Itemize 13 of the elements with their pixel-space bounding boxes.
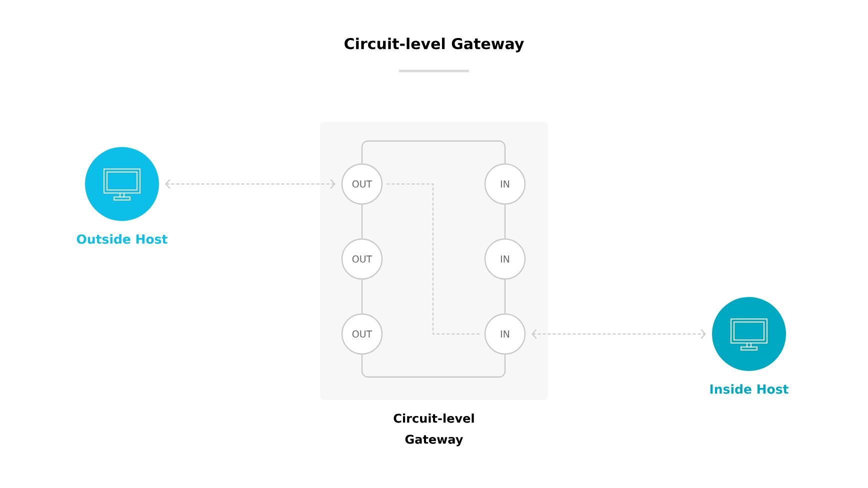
connector-line bbox=[361, 354, 506, 378]
connector-line bbox=[361, 140, 506, 164]
dashed-arrow bbox=[532, 329, 706, 339]
node-label: Outside Host bbox=[76, 234, 168, 244]
title: Circuit-level Gateway bbox=[344, 38, 524, 52]
node-label: Inside Host bbox=[710, 384, 788, 394]
node-label: Circuit-level Gateway bbox=[394, 414, 474, 446]
dashed-arrow bbox=[165, 179, 336, 189]
connector-line bbox=[361, 280, 363, 314]
connector-line bbox=[504, 280, 506, 314]
connector-line bbox=[504, 204, 506, 238]
connector-line bbox=[361, 204, 363, 238]
dashed-path bbox=[386, 184, 481, 334]
